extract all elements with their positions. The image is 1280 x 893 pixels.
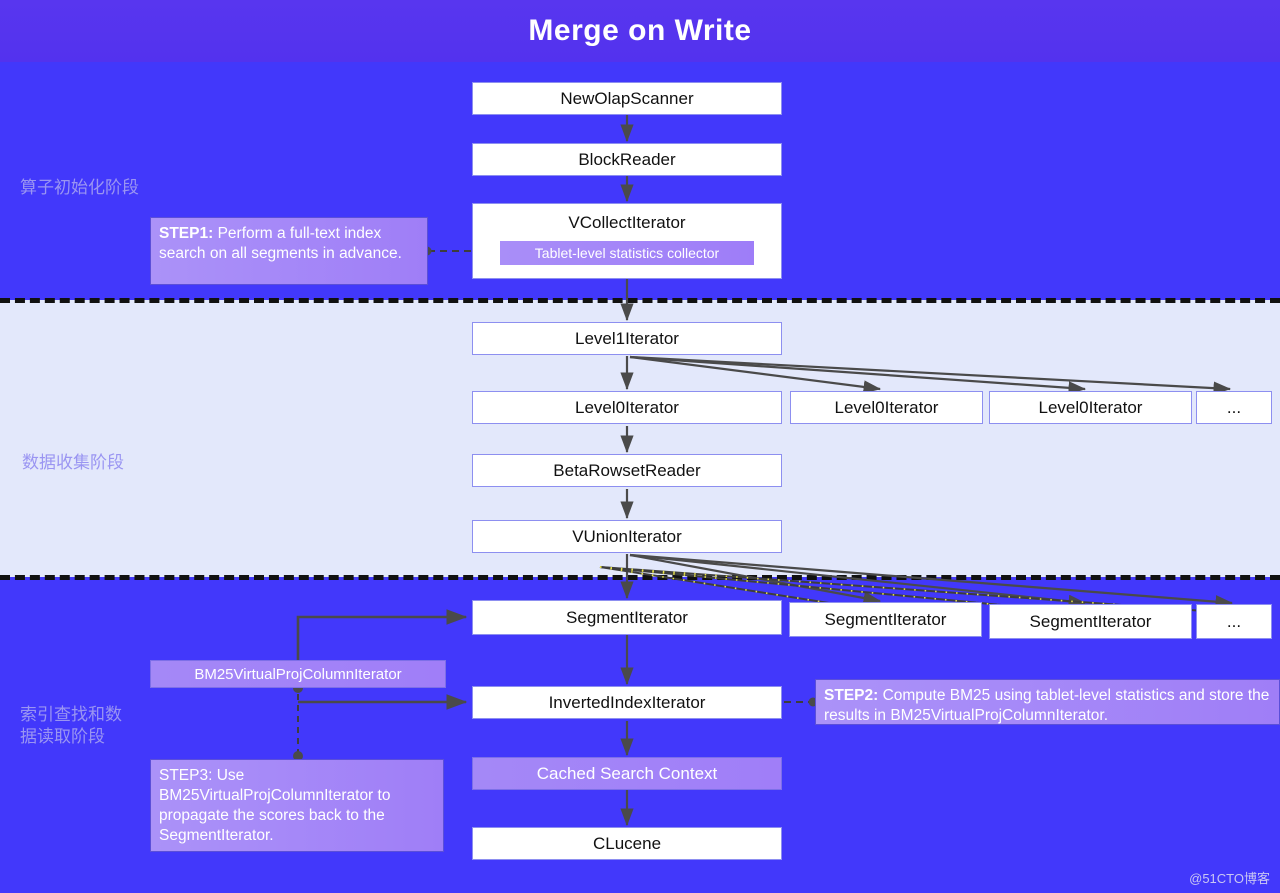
- node-bm25-virtual-proj-column-iterator[interactable]: BM25VirtualProjColumnIterator: [150, 660, 446, 688]
- node-block-reader[interactable]: BlockReader: [472, 143, 782, 176]
- node-level0-ellipsis[interactable]: ...: [1196, 391, 1272, 424]
- page-title: Merge on Write: [528, 14, 752, 47]
- section-divider-1: [0, 298, 1280, 303]
- note-step1-text: Perform a full-text index search on all …: [159, 225, 402, 262]
- node-level1-iterator[interactable]: Level1Iterator: [472, 322, 782, 355]
- node-beta-rowset-reader[interactable]: BetaRowsetReader: [472, 454, 782, 487]
- node-clucene[interactable]: CLucene: [472, 827, 782, 860]
- node-vcollect-iterator[interactable]: VCollectIterator Tablet-level statistics…: [472, 203, 782, 279]
- note-step3-tag: STEP3:: [159, 767, 213, 784]
- note-step2: STEP2: Compute BM25 using tablet-level s…: [815, 679, 1280, 725]
- note-step1: STEP1: Perform a full-text index search …: [150, 217, 428, 285]
- band-label-operator-init: 算子初始化阶段: [20, 178, 139, 197]
- node-segment-ellipsis[interactable]: ...: [1196, 604, 1272, 639]
- node-new-olap-scanner[interactable]: NewOlapScanner: [472, 82, 782, 115]
- note-step2-tag: STEP2:: [824, 687, 879, 704]
- node-segment-iterator-2[interactable]: SegmentIterator: [789, 602, 982, 637]
- note-step3: STEP3: Use BM25VirtualProjColumnIterator…: [150, 759, 444, 852]
- node-vcollect-iterator-label: VCollectIterator: [568, 213, 686, 232]
- chip-tablet-level-statistics-collector[interactable]: Tablet-level statistics collector: [500, 241, 754, 265]
- watermark: @51CTO博客: [1189, 871, 1270, 886]
- node-vunion-iterator[interactable]: VUnionIterator: [472, 520, 782, 553]
- node-level0-iterator-3[interactable]: Level0Iterator: [989, 391, 1192, 424]
- band-label-data-collection: 数据收集阶段: [22, 453, 124, 472]
- node-segment-iterator-3[interactable]: SegmentIterator: [989, 604, 1192, 639]
- note-step2-text: Compute BM25 using tablet-level statisti…: [824, 687, 1270, 724]
- node-inverted-index-iterator[interactable]: InvertedIndexIterator: [472, 686, 782, 719]
- node-cached-search-context[interactable]: Cached Search Context: [472, 757, 782, 790]
- section-divider-2: [0, 575, 1280, 580]
- band-label-index-lookup: 索引查找和数 据读取阶段: [20, 705, 122, 746]
- note-step1-tag: STEP1:: [159, 225, 214, 242]
- node-level0-iterator-2[interactable]: Level0Iterator: [790, 391, 983, 424]
- node-segment-iterator-1[interactable]: SegmentIterator: [472, 600, 782, 635]
- header-bar: Merge on Write: [0, 0, 1280, 62]
- node-level0-iterator-1[interactable]: Level0Iterator: [472, 391, 782, 424]
- note-step3-text: Use BM25VirtualProjColumnIterator to pro…: [159, 767, 391, 844]
